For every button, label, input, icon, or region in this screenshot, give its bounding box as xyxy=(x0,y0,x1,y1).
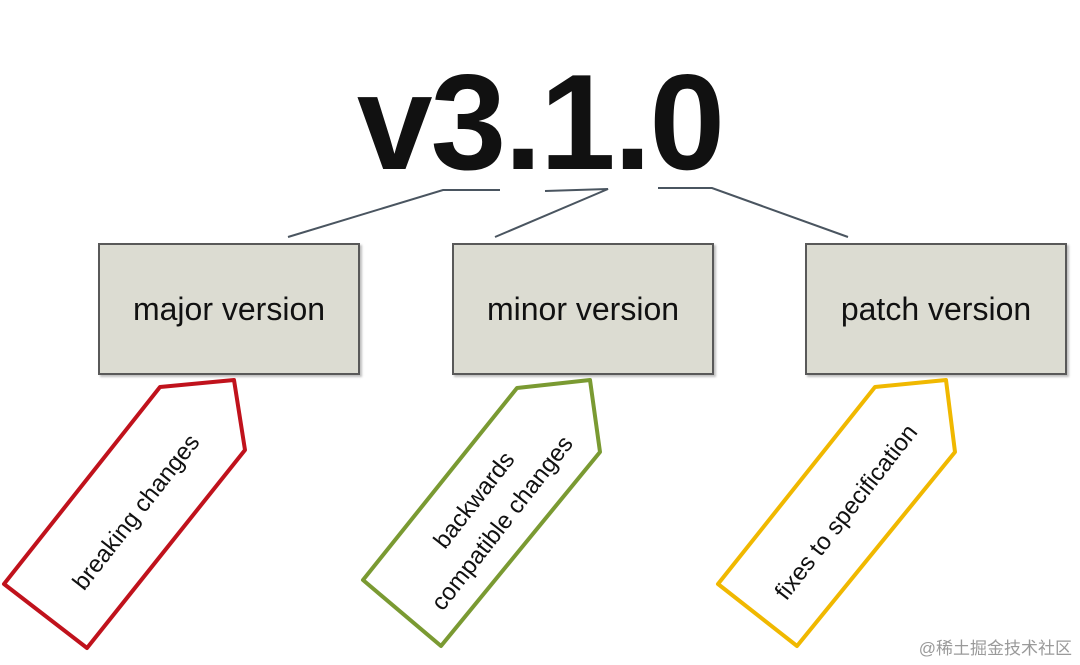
connector-major xyxy=(287,189,500,238)
minor-version-label: minor version xyxy=(486,290,680,327)
major-tag-shape xyxy=(2,378,247,650)
minor-tag-shape xyxy=(361,378,602,648)
minor-version-box: minor version xyxy=(452,243,714,375)
major-version-label: major version xyxy=(132,290,326,327)
version-title: v3.1.0 xyxy=(356,46,725,198)
connector-patch xyxy=(658,187,849,238)
watermark: @稀土掘金技术社区 xyxy=(918,639,1072,658)
patch-tag-shape xyxy=(716,378,957,648)
major-version-box: major version xyxy=(98,243,360,375)
patch-version-label: patch version xyxy=(840,290,1032,327)
patch-version-box: patch version xyxy=(805,243,1067,375)
connector-minor xyxy=(494,188,609,238)
